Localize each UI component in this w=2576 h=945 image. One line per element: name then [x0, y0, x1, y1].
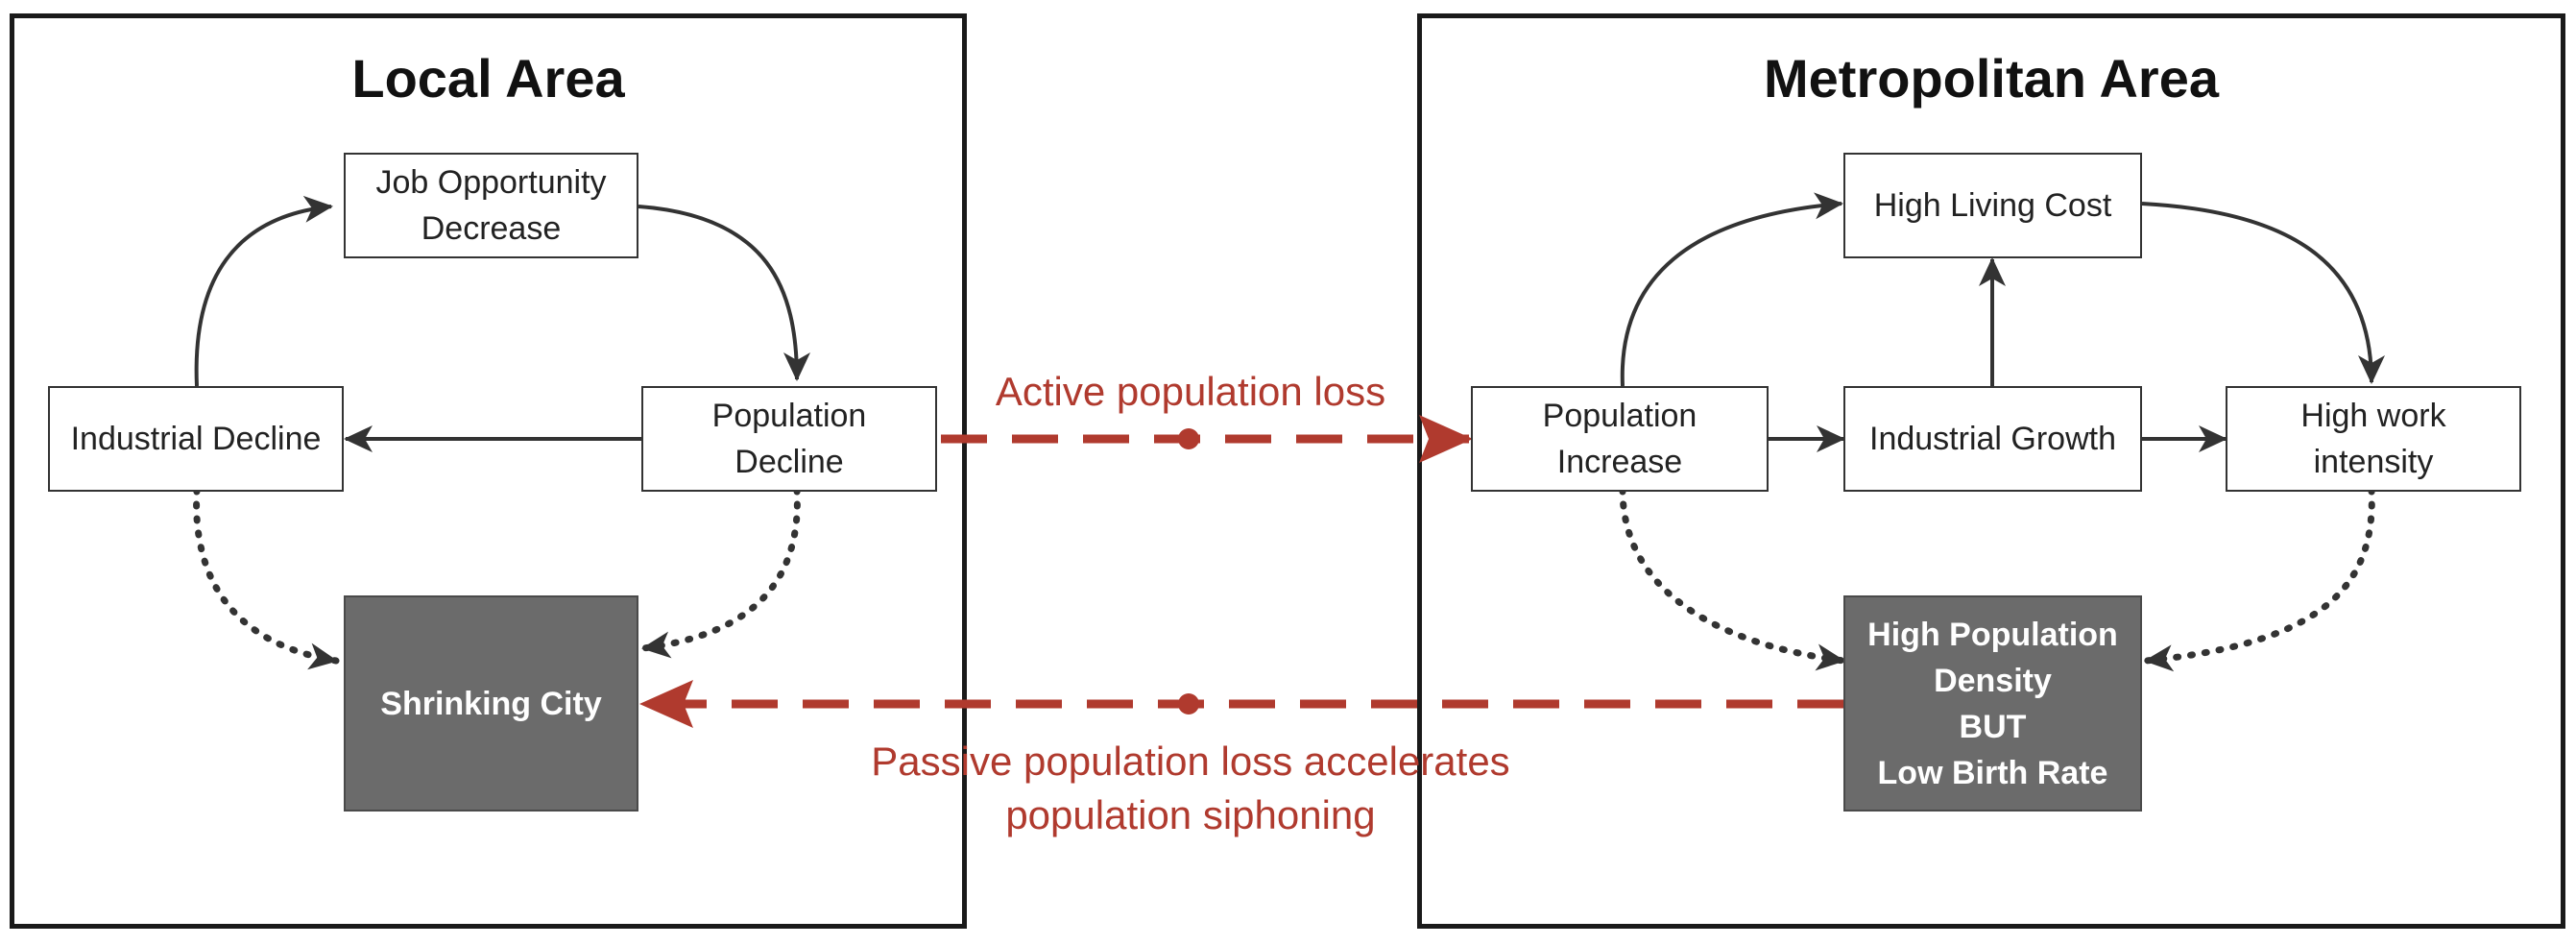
arrow-population-increase-to-high-living-cost — [1620, 192, 1843, 387]
arrow-high-living-cost-to-high-work-intensity — [2141, 202, 2385, 384]
metropolitan-area-title: Metropolitan Area — [1764, 48, 2219, 109]
node-population-increase: Population Increase — [1471, 386, 1769, 492]
node-high-work-intensity: High work intensity — [2226, 386, 2521, 492]
active-flow-dot — [1178, 428, 1199, 449]
passive-population-loss-label: Passive population loss accelerates popu… — [871, 739, 1510, 837]
active-population-loss-label: Active population loss — [995, 369, 1386, 414]
arrow-industrial-decline-to-job — [194, 195, 333, 387]
node-shrinking-city: Shrinking City — [344, 595, 638, 812]
dotted-arrow-population-decline-to-shrinking-city — [639, 486, 801, 659]
local-area-title: Local Area — [351, 48, 625, 109]
passive-flow-dot — [1178, 693, 1199, 715]
node-industrial-decline: Industrial Decline — [48, 386, 344, 492]
arrow-job-to-population-decline — [638, 205, 810, 381]
node-high-living-cost: High Living Cost — [1843, 153, 2142, 258]
dotted-arrow-population-increase-to-high-density — [1619, 486, 1847, 671]
dotted-arrow-industrial-decline-to-shrinking-city — [193, 486, 340, 670]
dotted-arrow-high-work-intensity-to-high-density — [2142, 486, 2375, 672]
node-industrial-growth: Industrial Growth — [1843, 386, 2142, 492]
node-high-population-density: High Population Density BUT Low Birth Ra… — [1843, 595, 2142, 812]
node-population-decline: Population Decline — [641, 386, 937, 492]
node-job-opportunity-decrease: Job Opportunity Decrease — [344, 153, 638, 258]
